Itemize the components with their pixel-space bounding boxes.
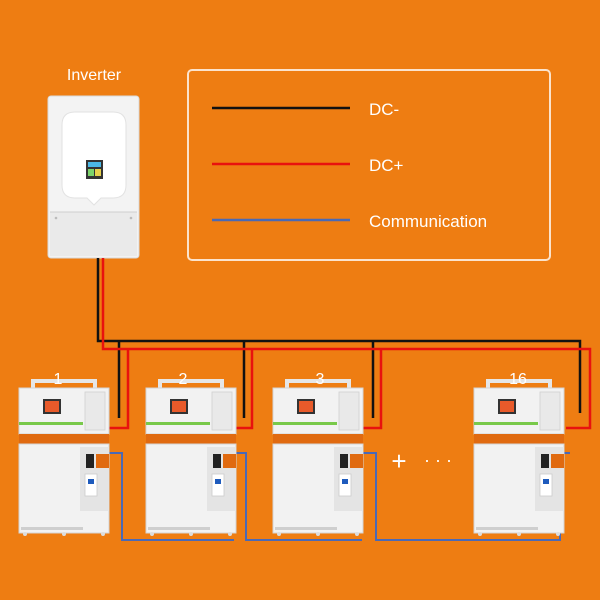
- battery-2-number: 2: [179, 371, 188, 388]
- battery-icon: [18, 379, 110, 536]
- battery-3-number: 3: [316, 371, 325, 388]
- legend-label-dc-plus: DC+: [369, 156, 404, 175]
- more-units-indicator: + · · ·: [391, 446, 452, 476]
- battery-16-number: 16: [509, 371, 527, 388]
- legend-label-communication: Communication: [369, 212, 487, 231]
- dc-plus-bus: [101, 258, 592, 430]
- battery-icon: [473, 379, 565, 536]
- comm-link-2-3: [232, 452, 362, 541]
- battery-unit-1: 1: [18, 371, 110, 536]
- comm-link-1-2: [108, 452, 234, 541]
- battery-icon: [272, 379, 364, 536]
- inverter: Inverter: [47, 67, 140, 259]
- legend: DC- DC+ Communication: [187, 69, 551, 261]
- plus-sign: +: [391, 446, 406, 476]
- legend-item-communication: Communication: [212, 212, 487, 231]
- legend-item-dc-plus: DC+: [212, 156, 404, 175]
- battery-unit-3: 3: [272, 371, 364, 536]
- inverter-label: Inverter: [67, 67, 122, 84]
- dc-minus-bus: [96, 258, 582, 413]
- legend-label-dc-minus: DC-: [369, 100, 399, 119]
- legend-item-dc-minus: DC-: [212, 100, 399, 119]
- battery-1-number: 1: [54, 371, 63, 388]
- ellipsis-dots: · · ·: [424, 450, 452, 470]
- battery-icon: [145, 379, 237, 536]
- battery-unit-2: 2: [145, 371, 237, 536]
- battery-unit-16: 16: [473, 371, 565, 536]
